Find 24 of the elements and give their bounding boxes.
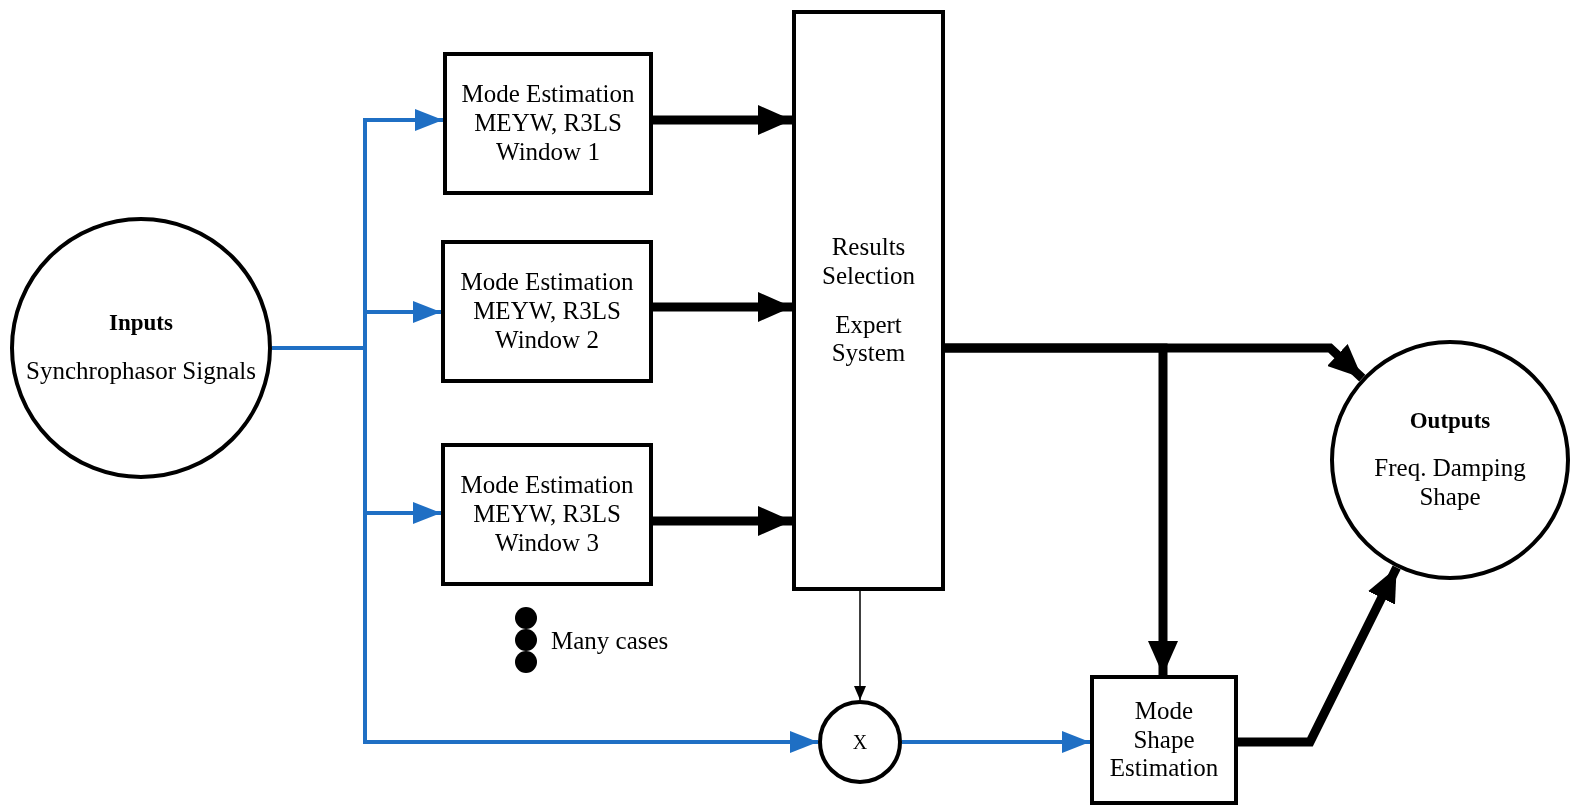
arrow [1238,565,1401,747]
node-heading: Inputs [108,310,174,337]
node-text: Mode Estimation MEYW, R3LS Window 2 [459,268,635,355]
process-box [792,10,945,591]
note-label: Many cases [551,626,669,656]
process-box [1090,675,1238,805]
arrow [854,590,866,701]
node-text: Mode Estimation MEYW, R3LS Window 1 [460,80,636,167]
node-text: Mode Estimation MEYW, R3LS Window 3 [459,471,635,558]
node-text: Mode Shape Estimation [1108,696,1220,784]
node-text: Freq. Damping Shape [1373,454,1527,512]
arrow [945,343,1178,675]
process-box [441,240,653,383]
node-heading: Outputs [1408,408,1492,435]
node-text: X [851,730,869,754]
node-text: Expert System [830,310,907,368]
arrow [653,506,792,536]
arrow [902,731,1090,753]
node-text: Results Selection [821,233,916,291]
node-text: Synchrophasor Signals [25,356,257,386]
arrow [653,105,792,135]
process-box [443,52,653,195]
arrow [653,292,792,322]
process-box [441,443,653,586]
